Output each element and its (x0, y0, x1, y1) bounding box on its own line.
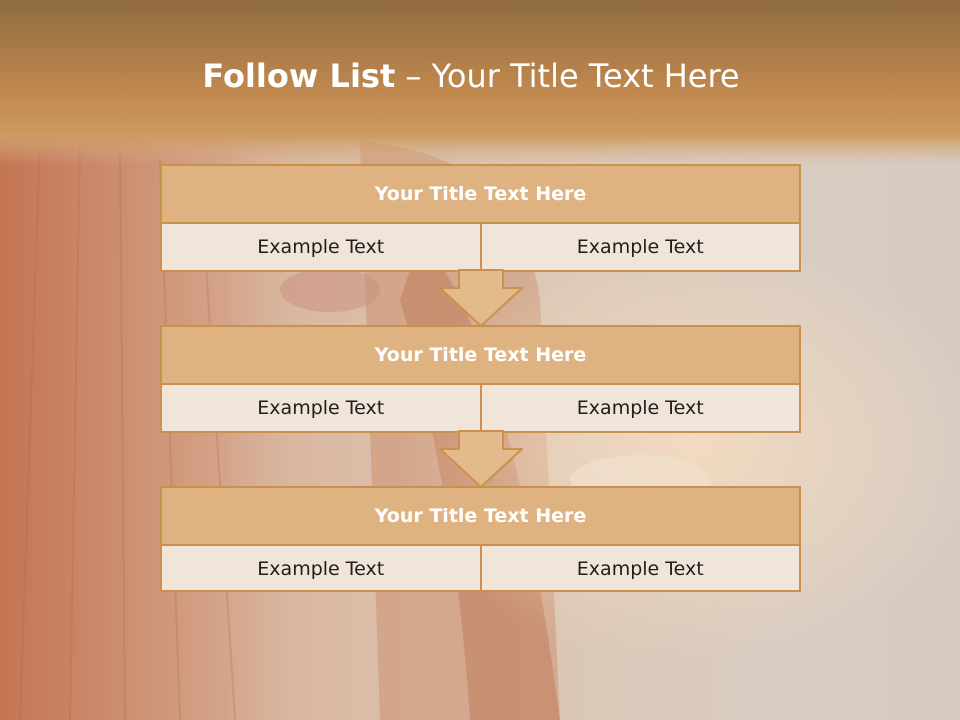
step-cell-right: Example Text (479, 385, 800, 431)
title-bold: Follow List (202, 57, 396, 95)
step-box-2: Your Title Text Here Example Text Exampl… (160, 325, 801, 433)
step-cell-right: Example Text (479, 224, 800, 270)
step-title: Your Title Text Here (162, 166, 799, 224)
step-box-1: Your Title Text Here Example Text Exampl… (160, 164, 801, 272)
step-cell-right: Example Text (479, 546, 800, 592)
down-arrow-icon (439, 430, 523, 488)
title-rest: – Your Title Text Here (395, 57, 740, 95)
slide-title: Follow List – Your Title Text Here (0, 54, 942, 98)
step-cell-left: Example Text (257, 236, 385, 258)
step-title: Your Title Text Here (162, 488, 799, 546)
down-arrow-icon (439, 269, 523, 327)
step-cell-left: Example Text (257, 558, 385, 580)
step-title: Your Title Text Here (162, 327, 799, 385)
step-box-3: Your Title Text Here Example Text Exampl… (160, 486, 801, 592)
step-cell-left: Example Text (257, 397, 385, 419)
